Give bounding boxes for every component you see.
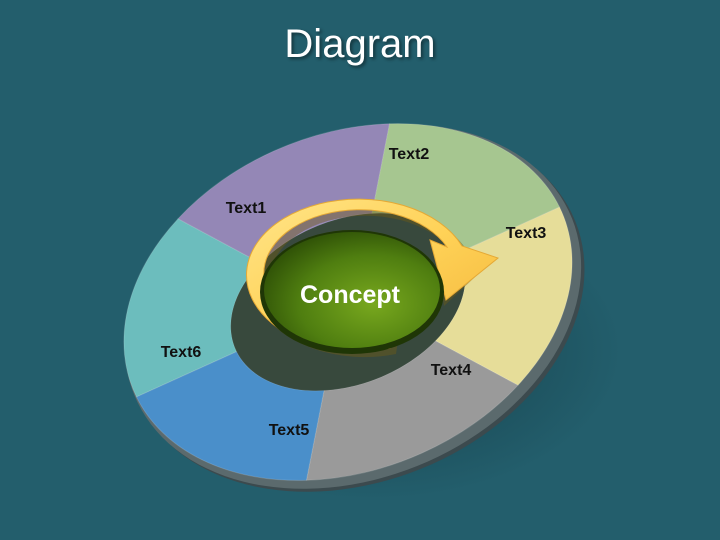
- concept-disc: [264, 232, 440, 348]
- segment-label-2: Text2: [389, 146, 430, 163]
- diagram-title: Diagram: [284, 22, 436, 66]
- segment-label-5: Text5: [269, 422, 310, 439]
- segment-label-4: Text4: [431, 362, 472, 379]
- concept-label: Concept: [300, 281, 401, 309]
- segment-label-1: Text1: [226, 200, 267, 217]
- segment-label-3: Text3: [506, 225, 547, 242]
- segment-label-6: Text6: [161, 344, 202, 361]
